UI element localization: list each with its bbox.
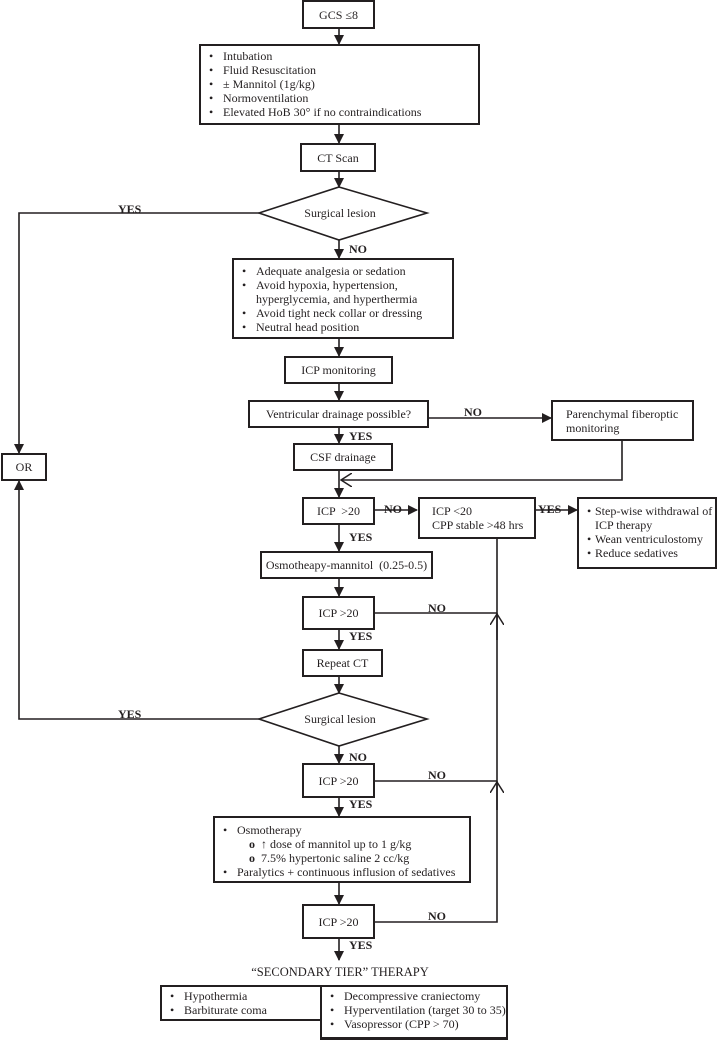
surgical-lesion-2-label: Surgical lesion <box>304 712 376 726</box>
lesion1-no-label: NO <box>349 242 367 256</box>
list-item: Hypothermia <box>162 989 320 1003</box>
lesion2-no-label: NO <box>349 750 367 764</box>
icp-check-2-label: ICP >20 <box>318 606 359 620</box>
ventricular-drainage-label: Ventricular drainage possible? <box>265 407 412 421</box>
repeat-ct-label: Repeat CT <box>316 656 369 670</box>
arrow-parenchymal-return <box>341 440 623 480</box>
withdrawal-box: Step-wise withdrawal of ICP therapy Wean… <box>577 497 717 569</box>
list-item: Fluid Resuscitation <box>201 63 478 77</box>
initial-management-box: Intubation Fluid Resuscitation ± Mannito… <box>199 44 480 125</box>
secondary-tier-left-box: Hypothermia Barbiturate coma <box>160 985 322 1021</box>
list-item: Barbiturate coma <box>162 1003 320 1017</box>
csf-drainage-label: CSF drainage <box>310 450 376 464</box>
general-measures-box: Adequate analgesia or sedation Avoid hyp… <box>232 258 454 339</box>
icp-stable-box: ICP <20 CPP stable >48 hrs <box>418 497 536 539</box>
or-label: OR <box>15 460 33 474</box>
parenchymal-box: Parenchymal fiberoptic monitoring <box>551 400 694 441</box>
icp-check-2-box: ICP >20 <box>302 596 375 630</box>
arrow-icp4-no <box>375 781 498 923</box>
icp4-yes-label: YES <box>349 938 373 952</box>
lesion1-yes-label: YES <box>118 202 142 216</box>
list-item: 7.5% hypertonic saline 2 cc/kg <box>215 851 469 865</box>
icp-stable-line2: CPP stable >48 hrs <box>432 518 524 532</box>
osmotherapy-label: Osmotherapy <box>237 823 302 837</box>
list-item: Hyperventilation (target 30 to 35) <box>322 1003 506 1017</box>
osmotherapy-1-label: Osmotheapy-mannitol (0.25-0.5) <box>265 558 428 572</box>
escalation-box: Osmotherapy ↑ dose of mannitol up to 1 g… <box>213 816 471 883</box>
withdrawal-list: Step-wise withdrawal of ICP therapy Wean… <box>583 504 715 560</box>
icp-monitoring-box: ICP monitoring <box>284 356 393 384</box>
icp-stable-line1: ICP <20 <box>432 504 472 518</box>
vent-no-label: NO <box>464 405 482 419</box>
lesion2-yes-label: YES <box>118 707 142 721</box>
list-item: Paralytics + continuous influsion of sed… <box>215 865 469 879</box>
arrow-lesion1-yes-to-or <box>14 212 259 454</box>
icp1-yes-label: YES <box>349 530 373 544</box>
repeat-ct-box: Repeat CT <box>302 649 383 677</box>
list-item: Neutral head position <box>234 320 452 334</box>
list-item: Avoid tight neck collar or dressing <box>234 306 452 320</box>
ct-scan-label: CT Scan <box>317 150 359 165</box>
vent-yes-label: YES <box>349 429 373 443</box>
icp-check-1-label: ICP >20 <box>317 504 360 518</box>
general-measures-list: Adequate analgesia or sedation Avoid hyp… <box>234 264 452 334</box>
list-item: Osmotherapy <box>215 823 469 837</box>
list-item: Step-wise withdrawal of ICP therapy <box>583 504 715 532</box>
paralytics-rest: + continuous influsion of sedatives <box>284 865 456 879</box>
initial-management-list: Intubation Fluid Resuscitation ± Mannito… <box>201 49 478 119</box>
ventricular-drainage-box: Ventricular drainage possible? <box>248 400 429 428</box>
icp-check-4-box: ICP >20 <box>302 904 375 939</box>
list-item: Decompressive craniectomy <box>322 989 506 1003</box>
list-item: Intubation <box>201 49 478 63</box>
icp-check-3-box: ICP >20 <box>302 763 375 798</box>
list-item: ↑ dose of mannitol up to 1 g/kg <box>215 837 469 851</box>
secondary-tier-right-box: Decompressive craniectomy Hyperventilati… <box>320 985 508 1040</box>
list-item: Normoventilation <box>201 91 478 105</box>
list-item: Vasopressor (CPP > 70) <box>322 1017 506 1031</box>
icp3-yes-label: YES <box>349 797 373 811</box>
list-item: Reduce sedatives <box>583 546 715 560</box>
list-item: Avoid hypoxia, hypertension, hyperglycem… <box>234 278 452 306</box>
arrow-icp3-no <box>375 613 498 782</box>
surgical-lesion-1-label: Surgical lesion <box>304 206 376 220</box>
arrow-lesion2-yes-to-or <box>14 480 259 720</box>
secondary-right-list: Decompressive craniectomy Hyperventilati… <box>322 989 506 1031</box>
secondary-left-list: Hypothermia Barbiturate coma <box>162 989 320 1017</box>
icp2-no-label: NO <box>428 601 446 615</box>
icp-check-1-box: ICP >20 <box>302 497 375 525</box>
list-item: Adequate analgesia or sedation <box>234 264 452 278</box>
icp-check-4-label: ICP >20 <box>318 914 359 929</box>
secondary-tier-title: “SECONDARY TIER” THERAPY <box>251 965 429 979</box>
icp-monitoring-label: ICP monitoring <box>301 363 376 377</box>
list-item: Elevated HoB 30° if no contraindications <box>201 105 478 119</box>
icp-check-3-label: ICP >20 <box>318 773 359 788</box>
icp2-yes-label: YES <box>349 629 373 643</box>
gcs-label: GCS ≤8 <box>319 7 358 22</box>
csf-drainage-box: CSF drainage <box>293 443 393 471</box>
icp1-no-label: NO <box>384 502 402 516</box>
parenchymal-label: Parenchymal fiberoptic monitoring <box>566 407 679 435</box>
ct-scan-box: CT Scan <box>300 143 376 172</box>
paralytics-label: Paralytics <box>237 865 285 879</box>
gcs-box: GCS ≤8 <box>302 0 375 29</box>
icp3-no-label: NO <box>428 768 446 782</box>
osmotherapy-1-box: Osmotheapy-mannitol (0.25-0.5) <box>260 551 433 579</box>
stable-yes-label: YES <box>538 502 562 516</box>
list-item: ± Mannitol (1g/kg) <box>201 77 478 91</box>
escalation-list: Osmotherapy ↑ dose of mannitol up to 1 g… <box>215 823 469 879</box>
or-box: OR <box>1 453 47 481</box>
list-item: Wean ventriculostomy <box>583 532 715 546</box>
icp4-no-label: NO <box>428 909 446 923</box>
